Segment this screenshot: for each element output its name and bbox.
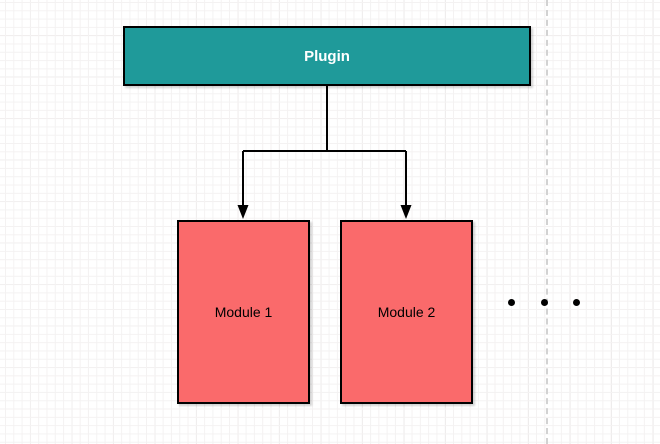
plugin-node[interactable]: Plugin	[123, 26, 531, 86]
module-1-node[interactable]: Module 1	[177, 220, 310, 404]
ellipsis-dot	[540, 299, 548, 306]
module-2-node-label: Module 2	[377, 304, 436, 320]
page-boundary-divider	[546, 0, 548, 444]
plugin-node-label: Plugin	[304, 47, 350, 65]
arrowhead-module1	[237, 205, 249, 219]
more-modules-ellipsis[interactable]	[508, 299, 580, 306]
ellipsis-dot	[508, 299, 515, 306]
arrowhead-module2	[400, 205, 412, 219]
ellipsis-dot	[573, 299, 580, 306]
module-1-node-label: Module 1	[214, 304, 273, 320]
module-2-node[interactable]: Module 2	[340, 220, 473, 404]
connector-tree	[242, 86, 407, 207]
